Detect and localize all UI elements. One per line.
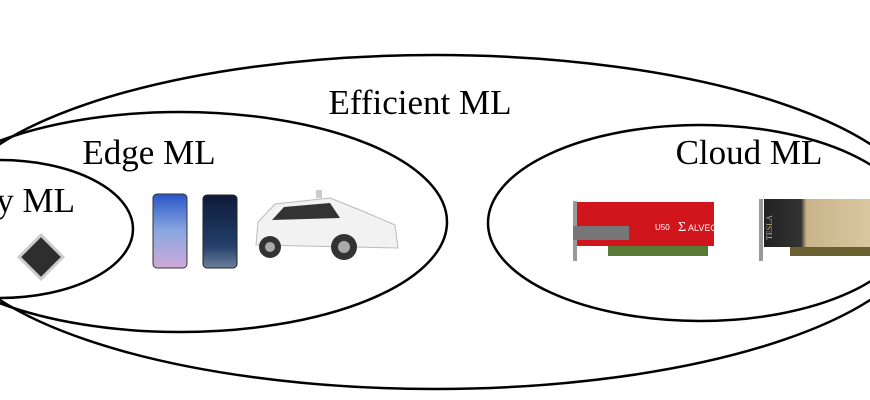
gpu-accelerator-card-icon: TESLA (759, 199, 870, 261)
svg-text:U50: U50 (655, 223, 670, 232)
tiny-ml-ellipse (0, 158, 135, 300)
efficient-ml-ellipse (0, 53, 870, 391)
microcontroller-chip-icon (16, 232, 66, 282)
edge-ml-label: Edge ML (82, 133, 215, 172)
cloud-ml-label: Cloud ML (676, 133, 823, 172)
smartphone-icon (152, 193, 188, 269)
efficient-ml-label: Efficient ML (328, 83, 511, 122)
self-driving-car-icon (255, 190, 399, 260)
edge-ml-ellipse (0, 110, 449, 334)
svg-text:TESLA: TESLA (765, 215, 774, 240)
cloud-ml-ellipse (486, 123, 870, 323)
svg-text:Σ: Σ (678, 220, 686, 235)
smartphone-icon (202, 194, 238, 269)
tiny-ml-label: Tiny ML (0, 181, 75, 220)
fpga-accelerator-card-icon: U50 Σ ALVEO. (573, 201, 720, 261)
svg-text:ALVEO.: ALVEO. (688, 223, 720, 233)
